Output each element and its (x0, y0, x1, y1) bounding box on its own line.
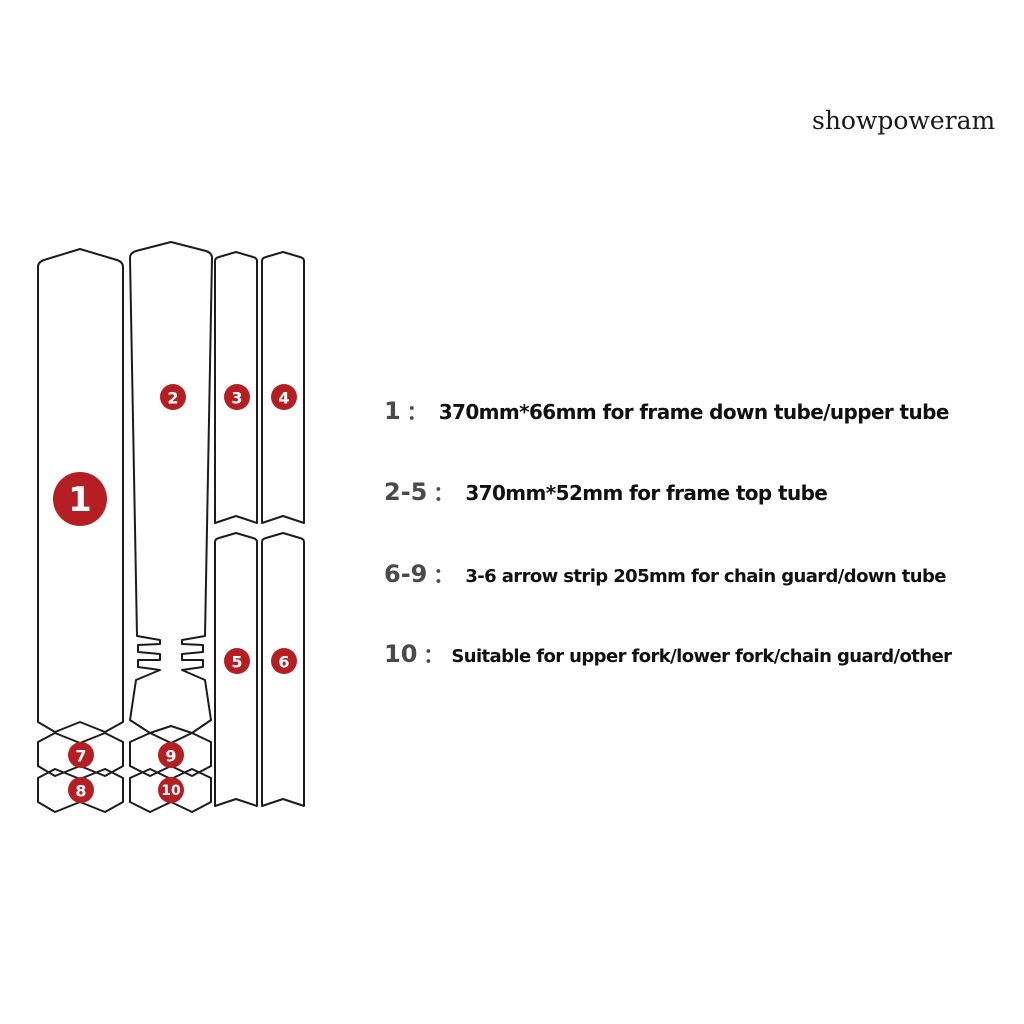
legend-row-2: 2-5： 370mm*52mm for frame top tube (384, 477, 828, 506)
badge-9: 9 (158, 742, 184, 768)
badge-8: 8 (68, 777, 94, 803)
legend-desc: Suitable for upper fork/lower fork/chain… (451, 646, 952, 667)
svg-text:1: 1 (68, 480, 92, 520)
sticker-piece-10 (129, 768, 212, 813)
sticker-piece-5 (214, 532, 258, 807)
sticker-piece-3 (214, 251, 258, 524)
legend-row-4: 10： Suitable for upper fork/lower fork/ch… (384, 639, 952, 668)
badge-1: 1 (53, 472, 107, 526)
svg-text:8: 8 (75, 782, 86, 801)
legend-separator: ： (433, 563, 454, 587)
badge-4: 4 (271, 384, 297, 410)
badge-7: 7 (68, 742, 94, 768)
svg-text:3: 3 (231, 389, 242, 408)
legend-row-3: 6-9： 3-6 arrow strip 205mm for chain guar… (384, 559, 946, 588)
legend-key: 2-5 (384, 478, 428, 506)
legend-separator: ： (406, 400, 427, 424)
legend-key: 6-9 (384, 560, 428, 588)
sticker-piece-2 (129, 241, 213, 734)
badge-10: 10 (158, 777, 184, 803)
watermark: showpoweram (812, 106, 996, 135)
legend-key: 10 (384, 640, 418, 668)
badge-6: 6 (271, 648, 297, 674)
legend-desc: 3-6 arrow strip 205mm for chain guard/do… (465, 566, 946, 587)
badge-5: 5 (224, 648, 250, 674)
svg-text:2: 2 (167, 389, 178, 408)
sticker-piece-1 (37, 248, 124, 733)
sticker-piece-8 (37, 768, 124, 813)
svg-text:5: 5 (231, 653, 242, 672)
svg-text:10: 10 (161, 783, 181, 799)
svg-text:6: 6 (278, 653, 289, 672)
legend-row-1: 1： 370mm*66mm for frame down tube/upper t… (384, 396, 949, 425)
legend-desc: 370mm*66mm for frame down tube/upper tub… (438, 400, 950, 424)
badge-2: 2 (160, 384, 186, 410)
legend-desc: 370mm*52mm for frame top tube (465, 481, 828, 505)
legend-key: 1 (384, 397, 401, 425)
sticker-piece-6 (261, 532, 305, 807)
svg-text:9: 9 (165, 747, 176, 766)
sticker-piece-4 (261, 251, 305, 524)
svg-text:7: 7 (75, 747, 86, 766)
badge-3: 3 (224, 384, 250, 410)
svg-text:4: 4 (278, 389, 289, 408)
legend-separator: ： (433, 481, 454, 505)
legend-separator: ： (423, 643, 444, 667)
